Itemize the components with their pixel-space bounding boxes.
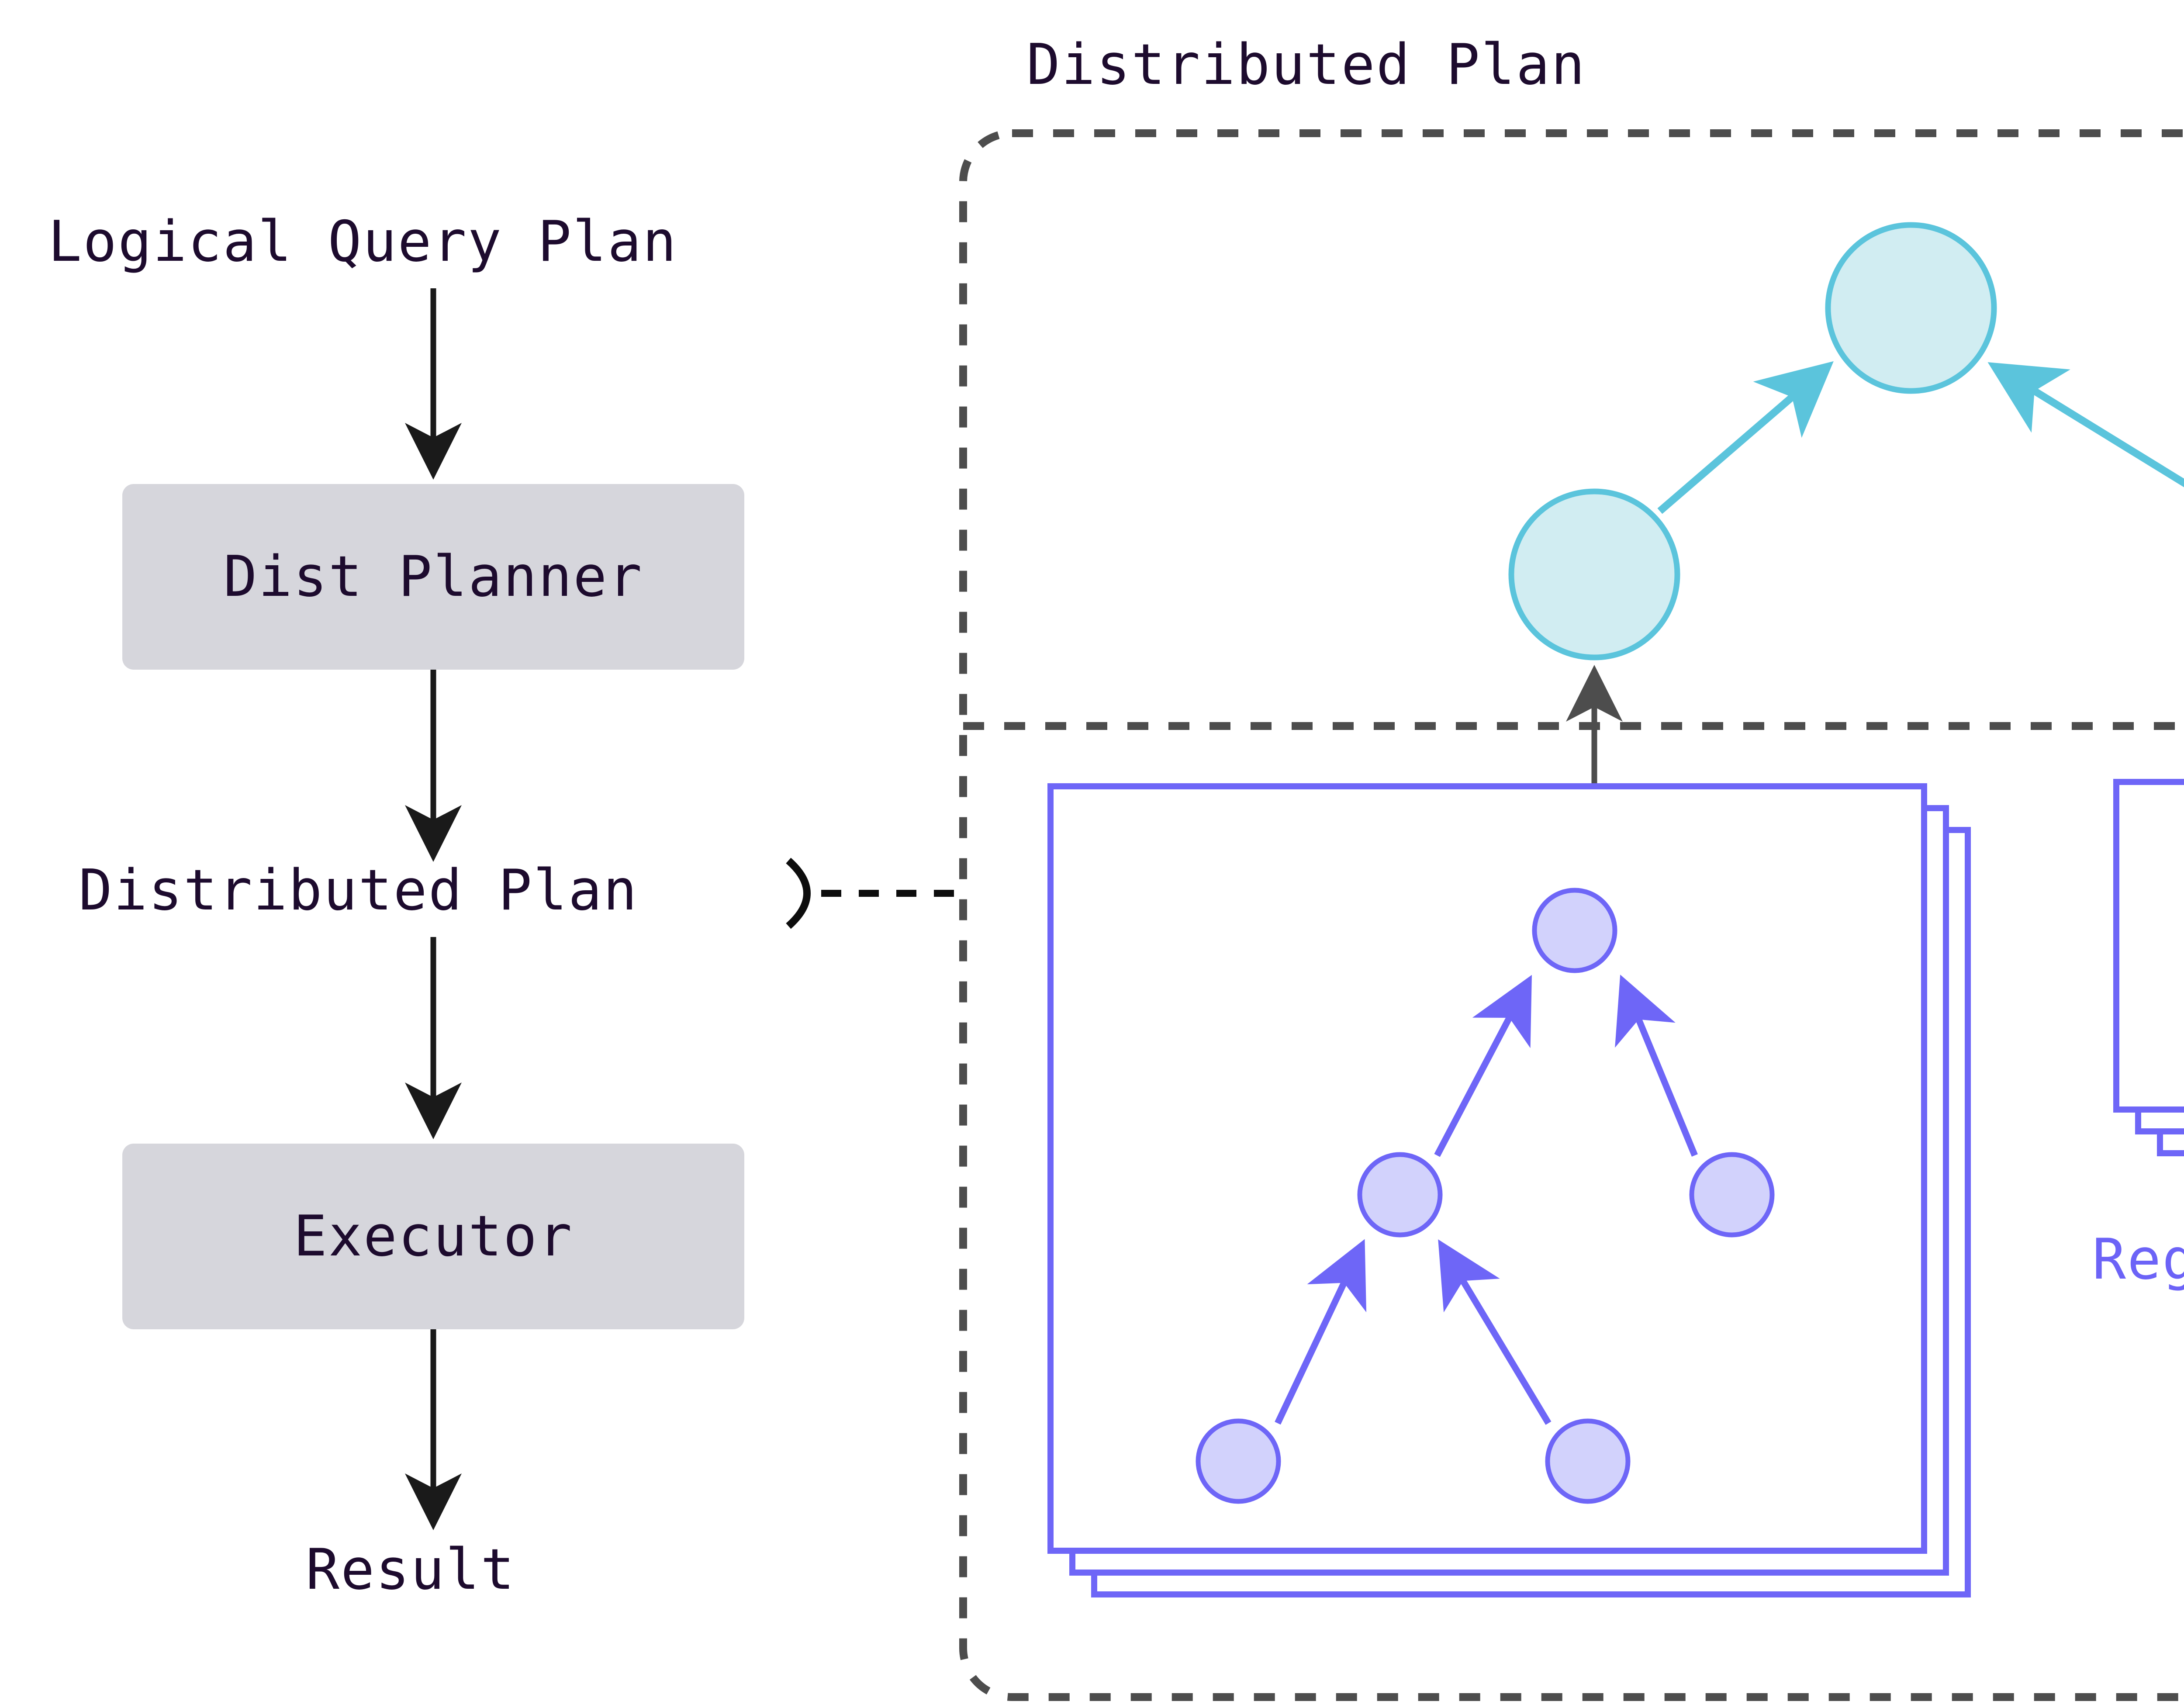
closing-brace <box>786 857 811 929</box>
datanode-node-mid-left[interactable] <box>1357 1152 1443 1238</box>
distributed-plan-label: Distributed Plan <box>79 858 638 923</box>
frontend-node-root[interactable] <box>1825 222 1997 394</box>
result-label: Result <box>306 1537 516 1602</box>
dist-planner-box[interactable] <box>122 484 744 670</box>
edge-frontend-left-to-root <box>1657 361 1834 514</box>
datanode-node-root[interactable] <box>1532 888 1617 973</box>
dist-planner-box-label: Dist Planner <box>223 544 643 609</box>
executor-box[interactable] <box>122 1144 744 1329</box>
edge-d-leafright-to-midleft <box>1438 1239 1552 1425</box>
edge-d-midleft-to-root <box>1434 975 1532 1157</box>
distributed-plan-container-title: Distributed Plan <box>1026 32 1586 97</box>
logical-query-plan-label: Logical Query Plan <box>48 209 678 274</box>
distributed-plan-container <box>959 129 2184 1701</box>
edge-d-leafleft-to-midleft <box>1275 1239 1367 1425</box>
regions-label: Regions <box>2092 1227 2184 1292</box>
executor-box-label: Executor <box>293 1204 574 1269</box>
frontend-node-left[interactable] <box>1508 488 1680 660</box>
datanode-node-leaf-right[interactable] <box>1545 1418 1631 1504</box>
datanode-node-mid-right[interactable] <box>1689 1152 1775 1238</box>
datanode-node-leaf-left[interactable] <box>1196 1418 1281 1504</box>
region-box-right[interactable] <box>2113 779 2184 1113</box>
edge-frontend-right-to-root <box>1987 362 2184 488</box>
edge-d-midright-to-root <box>1615 975 1698 1157</box>
region-box-left[interactable] <box>1047 783 1927 1554</box>
